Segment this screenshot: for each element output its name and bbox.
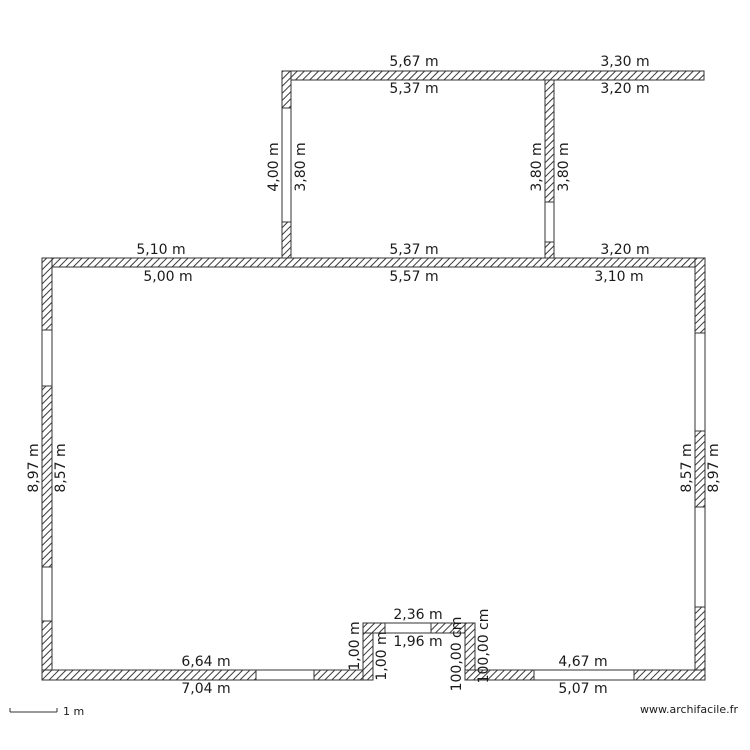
scale-bar: 1 m — [9, 705, 84, 718]
dim-top-right-outer: 3,30 m — [600, 54, 649, 70]
wall-bottom-left — [41, 669, 374, 681]
dim-upper-mid-left: 3,80 m — [529, 142, 545, 191]
window-notch-top — [384, 622, 432, 634]
dimension-labels: 5,67 m 5,37 m 3,30 m 3,20 m 4,00 m 3,80 … — [26, 54, 722, 697]
window-bottom-right — [533, 669, 635, 681]
dim-left-outer: 8,97 m — [26, 443, 42, 492]
dim-top-right-inner: 3,20 m — [600, 81, 649, 97]
window-left-1 — [41, 329, 53, 387]
dim-bottom-right-inner: 4,67 m — [558, 654, 607, 670]
dim-notch-right-outer: 100,00 cm — [449, 617, 465, 692]
wall-main-right — [694, 257, 706, 681]
dim-notch-top-outer: 2,36 m — [393, 607, 442, 623]
dim-main-top-mid-outer: 5,37 m — [389, 242, 438, 258]
wall-main-top — [41, 257, 705, 268]
dim-bottom-right-outer: 5,07 m — [558, 681, 607, 697]
window-right-2 — [694, 506, 706, 608]
dim-main-top-mid-inner: 5,57 m — [389, 269, 438, 285]
dim-top-left-outer: 5,67 m — [389, 54, 438, 70]
dim-right-outer: 8,97 m — [706, 443, 722, 492]
dim-right-inner: 8,57 m — [679, 443, 695, 492]
dim-main-top-right-outer: 3,20 m — [600, 242, 649, 258]
watermark: www.archifacile.fr — [640, 703, 738, 716]
dim-notch-left-inner: 1,00 m — [374, 631, 390, 680]
dim-main-top-right-inner: 3,10 m — [594, 269, 643, 285]
window-upper-divider — [544, 201, 555, 243]
wall-upper-top — [281, 70, 705, 81]
dim-top-left-inner: 5,37 m — [389, 81, 438, 97]
dim-notch-right-inner: 100,00 cm — [476, 609, 492, 684]
scale-label: 1 m — [63, 705, 84, 718]
dim-notch-left-outer: 1,00 m — [347, 621, 363, 670]
dim-bottom-left-outer: 7,04 m — [181, 681, 230, 697]
dim-left-inner: 8,57 m — [53, 443, 69, 492]
dim-upper-left-outer: 4,00 m — [266, 142, 282, 191]
openings — [41, 107, 706, 681]
walls — [41, 70, 706, 681]
window-upper-left — [281, 107, 292, 223]
dim-main-top-left-inner: 5,00 m — [143, 269, 192, 285]
dim-bottom-left-inner: 6,64 m — [181, 654, 230, 670]
dim-notch-top-inner: 1,96 m — [393, 634, 442, 650]
window-right-1 — [694, 332, 706, 432]
dim-upper-mid-right: 3,80 m — [556, 142, 572, 191]
dim-upper-left-inner: 3,80 m — [293, 142, 309, 191]
window-left-2 — [41, 566, 53, 622]
window-bottom-left — [255, 669, 315, 681]
dim-main-top-left-outer: 5,10 m — [136, 242, 185, 258]
